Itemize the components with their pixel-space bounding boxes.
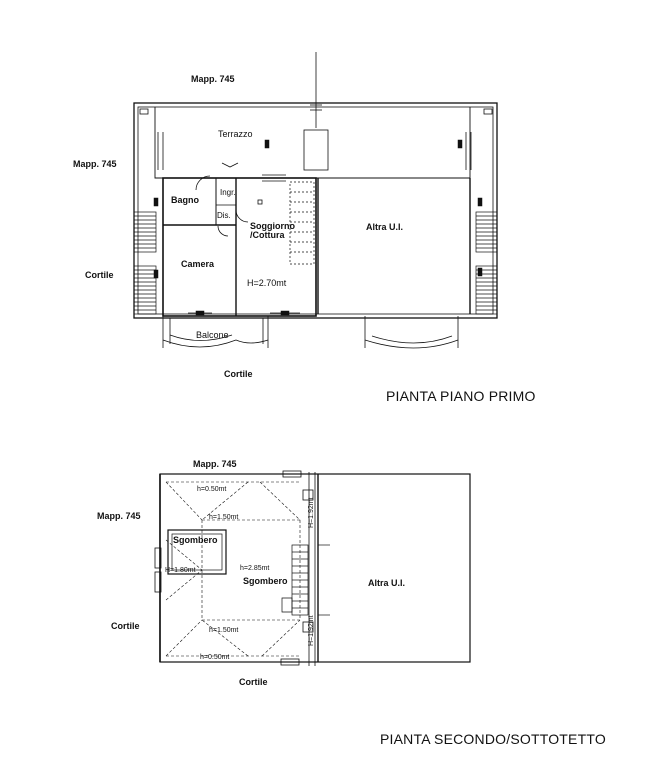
bagno-label: Bagno: [171, 195, 200, 205]
h-050-bottom-label: h=0.50mt: [200, 654, 229, 661]
floor2-mapp-left-label: Mapp. 745: [97, 511, 141, 521]
floor1-mapp-left-label: Mapp. 745: [73, 159, 117, 169]
h-192-bottom-label: H=1.92mt: [308, 615, 315, 646]
floor2-cortile-bottom-label: Cortile: [239, 677, 268, 687]
floor2-title: PIANTA SECONDO/SOTTOTETTO: [380, 731, 606, 747]
sgombero-2-label: Sgombero: [243, 576, 288, 586]
soggiorno-label: Soggiorno: [250, 221, 295, 231]
camera-label: Camera: [181, 259, 215, 269]
disimpegno-label: Dis.: [217, 211, 231, 220]
terrazzo-label: Terrazzo: [218, 129, 253, 139]
floor1-cortile-bottom-label: Cortile: [224, 369, 253, 379]
floor1-height-label: H=2.70mt: [247, 278, 287, 288]
h-192-top-label: H=1.92mt: [308, 497, 315, 528]
floor1-mapp-top-label: Mapp. 745: [191, 74, 235, 84]
first-floor-plan: [133, 52, 498, 349]
floor1-cortile-left-label: Cortile: [85, 270, 114, 280]
h-150-top-label: h=1.50mt: [209, 514, 238, 521]
cottura-label: /Cottura: [250, 230, 285, 240]
h-285-label: h=2.85mt: [240, 565, 269, 572]
ingresso-label: Ingr.: [220, 188, 236, 197]
h-180-label: H=1.80mt: [165, 567, 196, 574]
floor2-mapp-top-label: Mapp. 745: [193, 459, 237, 469]
h-050-top-label: h=0.50mt: [197, 486, 226, 493]
floor2-altra-ui-label: Altra U.I.: [368, 578, 405, 588]
floor1-altra-ui-label: Altra U.I.: [366, 222, 403, 232]
balcone-label: Balcone: [196, 330, 229, 340]
floor1-title: PIANTA PIANO PRIMO: [386, 388, 536, 404]
h-150-bottom-label: h=1.50mt: [209, 627, 238, 634]
second-floor-plan: [154, 470, 471, 666]
sgombero-1-label: Sgombero: [173, 535, 218, 545]
floor2-cortile-left-label: Cortile: [111, 621, 140, 631]
